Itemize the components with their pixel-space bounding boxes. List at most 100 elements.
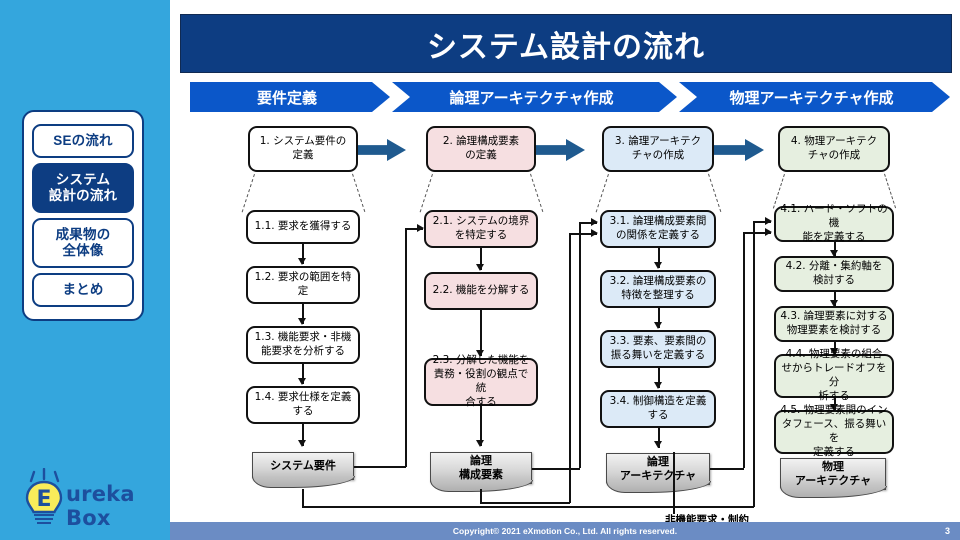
arrowhead-4-3 xyxy=(830,348,838,355)
feed-3-b xyxy=(579,222,581,468)
connector-3-2-to-3-3 xyxy=(658,308,660,328)
process-step-3-4[interactable]: 3.4. 制御構造を定義する xyxy=(600,390,716,428)
process-step-4-2[interactable]: 4.2. 分離・集約軸を検討する xyxy=(774,256,894,292)
phase-header-logical-architecture[interactable]: 論理アーキテクチャ作成 xyxy=(392,82,677,112)
process-step-2-3[interactable]: 2.3. 分解した機能を責務・役割の観点で統合する xyxy=(424,354,538,408)
phase-header-logical-architecture-label: 論理アーキテクチャ作成 xyxy=(449,89,614,107)
phase-header-requirements-label: 要件定義 xyxy=(256,89,317,107)
process-step-4-4[interactable]: 4.4. 物理要素の組合せからトレードオフを分析する xyxy=(774,348,894,402)
step-arrow-1-to-2 xyxy=(356,139,406,161)
arrowhead-feed-3 xyxy=(591,218,598,226)
connector-1-3-to-1-4 xyxy=(302,364,304,384)
process-head-1[interactable]: 1. システム要件の定義 xyxy=(248,126,358,172)
feed-4-c xyxy=(569,233,571,503)
arrowhead-1-3 xyxy=(298,378,306,385)
process-head-3[interactable]: 3. 論理アーキテクチャの作成 xyxy=(602,126,714,172)
dash-connector-1-left xyxy=(241,174,255,213)
process-step-3-1[interactable]: 3.1. 論理構成要素間の関係を定義する xyxy=(600,210,716,248)
dash-connector-1-right xyxy=(352,173,366,213)
nfr-line xyxy=(673,452,675,514)
connector-4-1-to-4-2 xyxy=(834,242,836,256)
arrowhead-3-2 xyxy=(654,322,662,329)
process-step-1-4[interactable]: 1.4. 要求仕様を定義する xyxy=(246,386,360,424)
connector-1-1-to-1-2 xyxy=(302,244,304,264)
sidebar-item-deliverables-overview[interactable]: 成果物の全体像 xyxy=(32,217,134,268)
arrowhead-1-4 xyxy=(298,440,306,447)
process-step-4-3[interactable]: 4.3. 論理要素に対する物理要素を検討する xyxy=(774,306,894,342)
artifact-logical-elements[interactable]: 論理構成要素 xyxy=(429,452,533,492)
dash-connector-2-left xyxy=(419,174,433,213)
step-arrow-3-to-4 xyxy=(714,139,764,161)
process-step-4-1[interactable]: 4.1. ハード・ソフトの機能を定義する xyxy=(774,203,894,243)
artifact-logical-architecture[interactable]: 論理アーキテクチャ xyxy=(605,453,711,493)
process-step-1-1[interactable]: 1.1. 要求を獲得する xyxy=(246,210,360,244)
logo-wordmark: ureka Box xyxy=(66,482,135,530)
process-step-2-2[interactable]: 2.2. 機能を分解する xyxy=(424,272,538,310)
arrowhead-2-2 xyxy=(476,350,484,357)
sidebar: SEの流れ システム設計の流れ 成果物の全体像 まとめ E ureka Box xyxy=(0,0,170,540)
feed-2-a xyxy=(302,489,304,507)
feed-3-c xyxy=(579,222,597,224)
connector-2-3-to-artifact xyxy=(480,406,482,446)
sidebar-nav-card: SEの流れ システム設計の流れ 成果物の全体像 まとめ xyxy=(22,110,144,321)
connector-2-2-to-2-3 xyxy=(480,310,482,356)
arrowhead-feed-1 xyxy=(417,224,424,232)
copyright-text: Copyright© 2021 eXmotion Co., Ltd. All r… xyxy=(452,526,678,536)
arrowhead-2-1 xyxy=(476,264,484,271)
arrowhead-4-4 xyxy=(830,404,838,411)
arrowhead-feed-2 xyxy=(765,217,772,225)
feed-1-b xyxy=(405,229,407,467)
footer-bar: Copyright© 2021 eXmotion Co., Ltd. All r… xyxy=(170,522,960,540)
dash-connector-3-right xyxy=(708,173,722,213)
artifact-system-requirements[interactable]: システム要件 xyxy=(251,452,355,488)
process-step-3-2[interactable]: 3.2. 論理構成要素の特徴を整理する xyxy=(600,270,716,308)
process-step-2-1[interactable]: 2.1. システムの境界を特定する xyxy=(424,210,538,248)
arrowhead-4-1 xyxy=(830,250,838,257)
feed-5-a xyxy=(710,468,744,470)
connector-3-1-to-3-2 xyxy=(658,248,660,268)
feed-1-a xyxy=(354,466,406,468)
arrowhead-3-3 xyxy=(654,382,662,389)
arrowhead-1-2 xyxy=(298,318,306,325)
phase-header-physical-architecture[interactable]: 物理アーキテクチャ作成 xyxy=(679,82,950,112)
process-step-1-3[interactable]: 1.3. 機能要求・非機能要求を分析する xyxy=(246,326,360,364)
phase-header-physical-architecture-label: 物理アーキテクチャ作成 xyxy=(729,89,894,107)
process-head-4[interactable]: 4. 物理アーキテクチャの作成 xyxy=(778,126,890,172)
feed-4-d xyxy=(569,233,597,235)
slide-canvas: システム設計の流れ 要件定義 論理アーキテクチャ作成 物理アーキテクチャ作成 1… xyxy=(170,0,960,540)
feed-2-b xyxy=(302,506,754,508)
feed-2-c xyxy=(753,221,755,507)
dash-connector-2-right xyxy=(530,173,544,213)
step-arrow-2-to-3 xyxy=(535,139,585,161)
connector-4-2-to-4-3 xyxy=(834,292,836,306)
arrowhead-4-2 xyxy=(830,300,838,307)
process-step-4-5[interactable]: 4.5. 物理要素間のインタフェース、振る舞いを定義する xyxy=(774,404,894,458)
feed-4-b xyxy=(480,502,570,504)
arrowhead-feed-5 xyxy=(765,228,772,236)
process-head-2[interactable]: 2. 論理構成要素の定義 xyxy=(426,126,536,172)
connector-3-4-to-artifact xyxy=(658,428,660,448)
arrowhead-1-1 xyxy=(298,258,306,265)
feed-3-a xyxy=(532,468,580,470)
feed-5-b xyxy=(743,232,745,468)
logo-letter-e: E xyxy=(36,487,51,512)
arrowhead-feed-4 xyxy=(591,229,598,237)
sidebar-item-se-flow[interactable]: SEの流れ xyxy=(32,124,134,158)
phase-header-requirements[interactable]: 要件定義 xyxy=(190,82,390,112)
artifact-physical-architecture[interactable]: 物理アーキテクチャ xyxy=(779,458,887,498)
connector-2-1-to-2-2 xyxy=(480,248,482,270)
eureka-box-logo: E ureka Box xyxy=(18,467,168,530)
page-title: システム設計の流れ xyxy=(426,30,706,64)
lightbulb-icon: E xyxy=(25,467,63,524)
slide-title-bar: システム設計の流れ xyxy=(180,14,952,73)
sidebar-item-summary[interactable]: まとめ xyxy=(32,272,134,307)
process-step-1-2[interactable]: 1.2. 要求の範囲を特定 xyxy=(246,266,360,304)
process-step-3-3[interactable]: 3.3. 要素、要素間の振る舞いを定義する xyxy=(600,330,716,368)
sidebar-item-system-design-flow[interactable]: システム設計の流れ xyxy=(32,162,134,213)
feed-5-c xyxy=(743,232,771,234)
feed-1-c xyxy=(405,228,423,230)
connector-1-4-to-artifact xyxy=(302,424,304,446)
arrowhead-3-1 xyxy=(654,262,662,269)
connector-1-2-to-1-3 xyxy=(302,304,304,324)
dash-connector-3-left xyxy=(595,174,609,213)
